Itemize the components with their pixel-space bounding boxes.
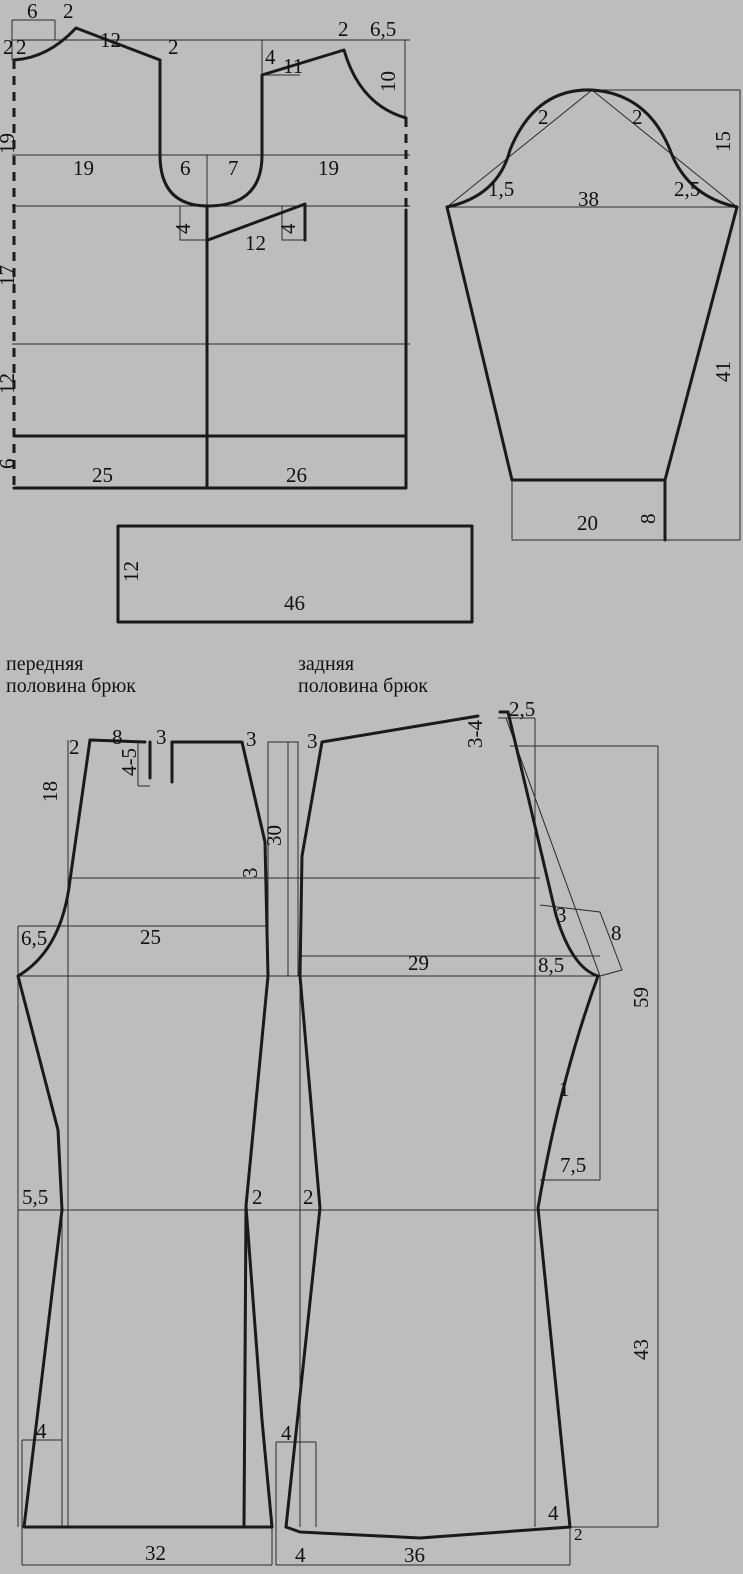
label-back-knee-ext: 7,5: [560, 1153, 586, 1177]
label-back-knee-left: 2: [303, 1185, 314, 1209]
label-back-hem-left: 4: [281, 1421, 292, 1445]
bodice-pattern: 6 2 2 2 12 2 2 6,5 4 11 10 19 19 19 6 7 …: [0, 0, 410, 490]
label-waist-depth: 17: [0, 265, 19, 286]
label-dart-len: 12: [245, 231, 266, 255]
label-armhole-depth-right: 10: [376, 71, 400, 92]
label-back-hip-width: 29: [408, 951, 429, 975]
label-front-crotch-height: 30: [262, 825, 286, 846]
label-dart-height-left: 4: [171, 223, 195, 234]
label-front-waist-left: 2: [69, 735, 80, 759]
label-shoulder-slope-right: 4: [265, 45, 276, 69]
label-hem-right: 26: [286, 463, 307, 487]
label-sleeve-length: 41: [711, 361, 735, 382]
label-chest-right: 19: [318, 156, 339, 180]
label-sleeve-cap-in-right: 2,5: [674, 177, 700, 201]
label-back-seat-in: 3: [556, 903, 567, 927]
label-back-hem-drop: 2: [574, 1525, 583, 1544]
label-sleeve-cap-in-left: 1,5: [488, 177, 514, 201]
label-shoulder-width-left: 6: [27, 0, 38, 23]
label-sleeve-cap-left: 2: [538, 105, 549, 129]
label-neck-rise-left: 2: [63, 0, 74, 23]
front-trousers-pattern: передняя половина брюк 2 8 4-5 3 3 18 3 …: [6, 653, 658, 1566]
back-hem: [284, 1525, 572, 1540]
label-front-dart-offset: 3: [156, 725, 167, 749]
label-shoulder-width-right: 6,5: [370, 17, 396, 41]
back-inseam: [506, 710, 600, 1529]
label-neck-rise-right: 2: [338, 17, 349, 41]
back-waist-left: [320, 714, 480, 744]
label-waistband-height: 12: [119, 561, 143, 582]
label-hem-left: 25: [92, 463, 113, 487]
label-front-dart-depth: 4-5: [117, 748, 141, 776]
label-hip-depth: 12: [0, 373, 19, 394]
label-hem-depth: 6: [0, 459, 19, 470]
bodice-hem-outline: [12, 208, 408, 490]
label-waistband-length: 46: [284, 591, 305, 615]
front-waist-left: [88, 738, 147, 744]
label-sleeve-cuff-height: 8: [636, 514, 660, 525]
label-back-waist-rise: 3-4: [463, 720, 487, 748]
back-side-seam: [284, 740, 324, 1529]
label-back-inseam-curve: 1: [559, 1077, 570, 1101]
label-chest-left: 19: [73, 156, 94, 180]
waistband-pattern: 12 46: [116, 524, 474, 624]
back-seat-dart-box: [539, 904, 623, 977]
label-neck-drop-left-b: 2: [16, 35, 27, 59]
label-sleeve-width: 38: [578, 187, 599, 211]
label-neck-drop-left: 2: [3, 35, 14, 59]
front-inseam: [16, 738, 274, 1529]
label-front-waist-len: 8: [112, 725, 123, 749]
label-front-side-in: 3: [238, 868, 262, 879]
label-front-hem-width: 32: [145, 1541, 166, 1565]
bodice-dart: [206, 202, 307, 242]
label-shoulder-slope-center: 2: [168, 35, 179, 59]
back-trousers-title-1: задняя: [298, 653, 354, 675]
front-side-seam: [170, 740, 270, 1529]
sleeve-cuff-outline: [511, 480, 665, 541]
back-seat-diagonal: [505, 717, 601, 977]
label-back-crotch-ext: 8,5: [538, 953, 564, 977]
sleeve-cap: [445, 88, 739, 209]
label-neck-left: 6: [180, 156, 191, 180]
waistband-rect: [116, 524, 474, 624]
label-front-knee-left: 5,5: [22, 1185, 48, 1209]
label-front-knee-right: 2: [252, 1185, 263, 1209]
label-armhole-depth-left: 19: [0, 133, 19, 154]
label-shoulder-len-left: 12: [100, 28, 121, 52]
back-trousers-title-2: половина брюк: [298, 675, 428, 697]
sleeve-body: [445, 205, 739, 482]
front-crotch-height-box: [267, 741, 299, 977]
label-back-seat-dart: 8: [611, 921, 622, 945]
label-front-waist-right: 3: [246, 727, 257, 751]
label-back-length-top: 59: [629, 987, 653, 1008]
label-back-length-bottom: 43: [629, 1339, 653, 1360]
label-back-waist-ext: 2,5: [509, 697, 535, 721]
label-dart-height-right: 4: [276, 223, 300, 234]
label-front-crotch-ext: 6,5: [21, 926, 47, 950]
sleeve-pattern: 2 2 15 1,5 38 2,5 41 20 8: [445, 88, 741, 542]
label-back-side-top: 3: [307, 729, 318, 753]
label-back-hem-width-left: 4: [295, 1543, 306, 1567]
front-trousers-title-2: половина брюк: [6, 675, 136, 697]
label-front-hip-width: 25: [140, 925, 161, 949]
label-sleeve-cap-height: 15: [711, 131, 735, 152]
label-neck-right: 7: [228, 156, 239, 180]
back-trousers-pattern: задняя половина брюк 3 3-4 2,5 3 8 29 8,…: [275, 653, 659, 1567]
label-front-rise: 18: [38, 781, 62, 802]
front-trousers-title-1: передняя: [6, 653, 83, 675]
label-shoulder-len-right: 11: [283, 54, 303, 78]
label-sleeve-cuff-width: 20: [577, 511, 598, 535]
label-back-hem-width: 36: [404, 1543, 425, 1567]
sleeve-cap-guide-right: [591, 89, 738, 208]
label-sleeve-cap-right: 2: [632, 105, 643, 129]
label-front-hem-offset: 4: [36, 1419, 47, 1443]
sleeve-cap-guide-left: [446, 89, 593, 208]
label-back-hem-right: 4: [548, 1501, 559, 1525]
